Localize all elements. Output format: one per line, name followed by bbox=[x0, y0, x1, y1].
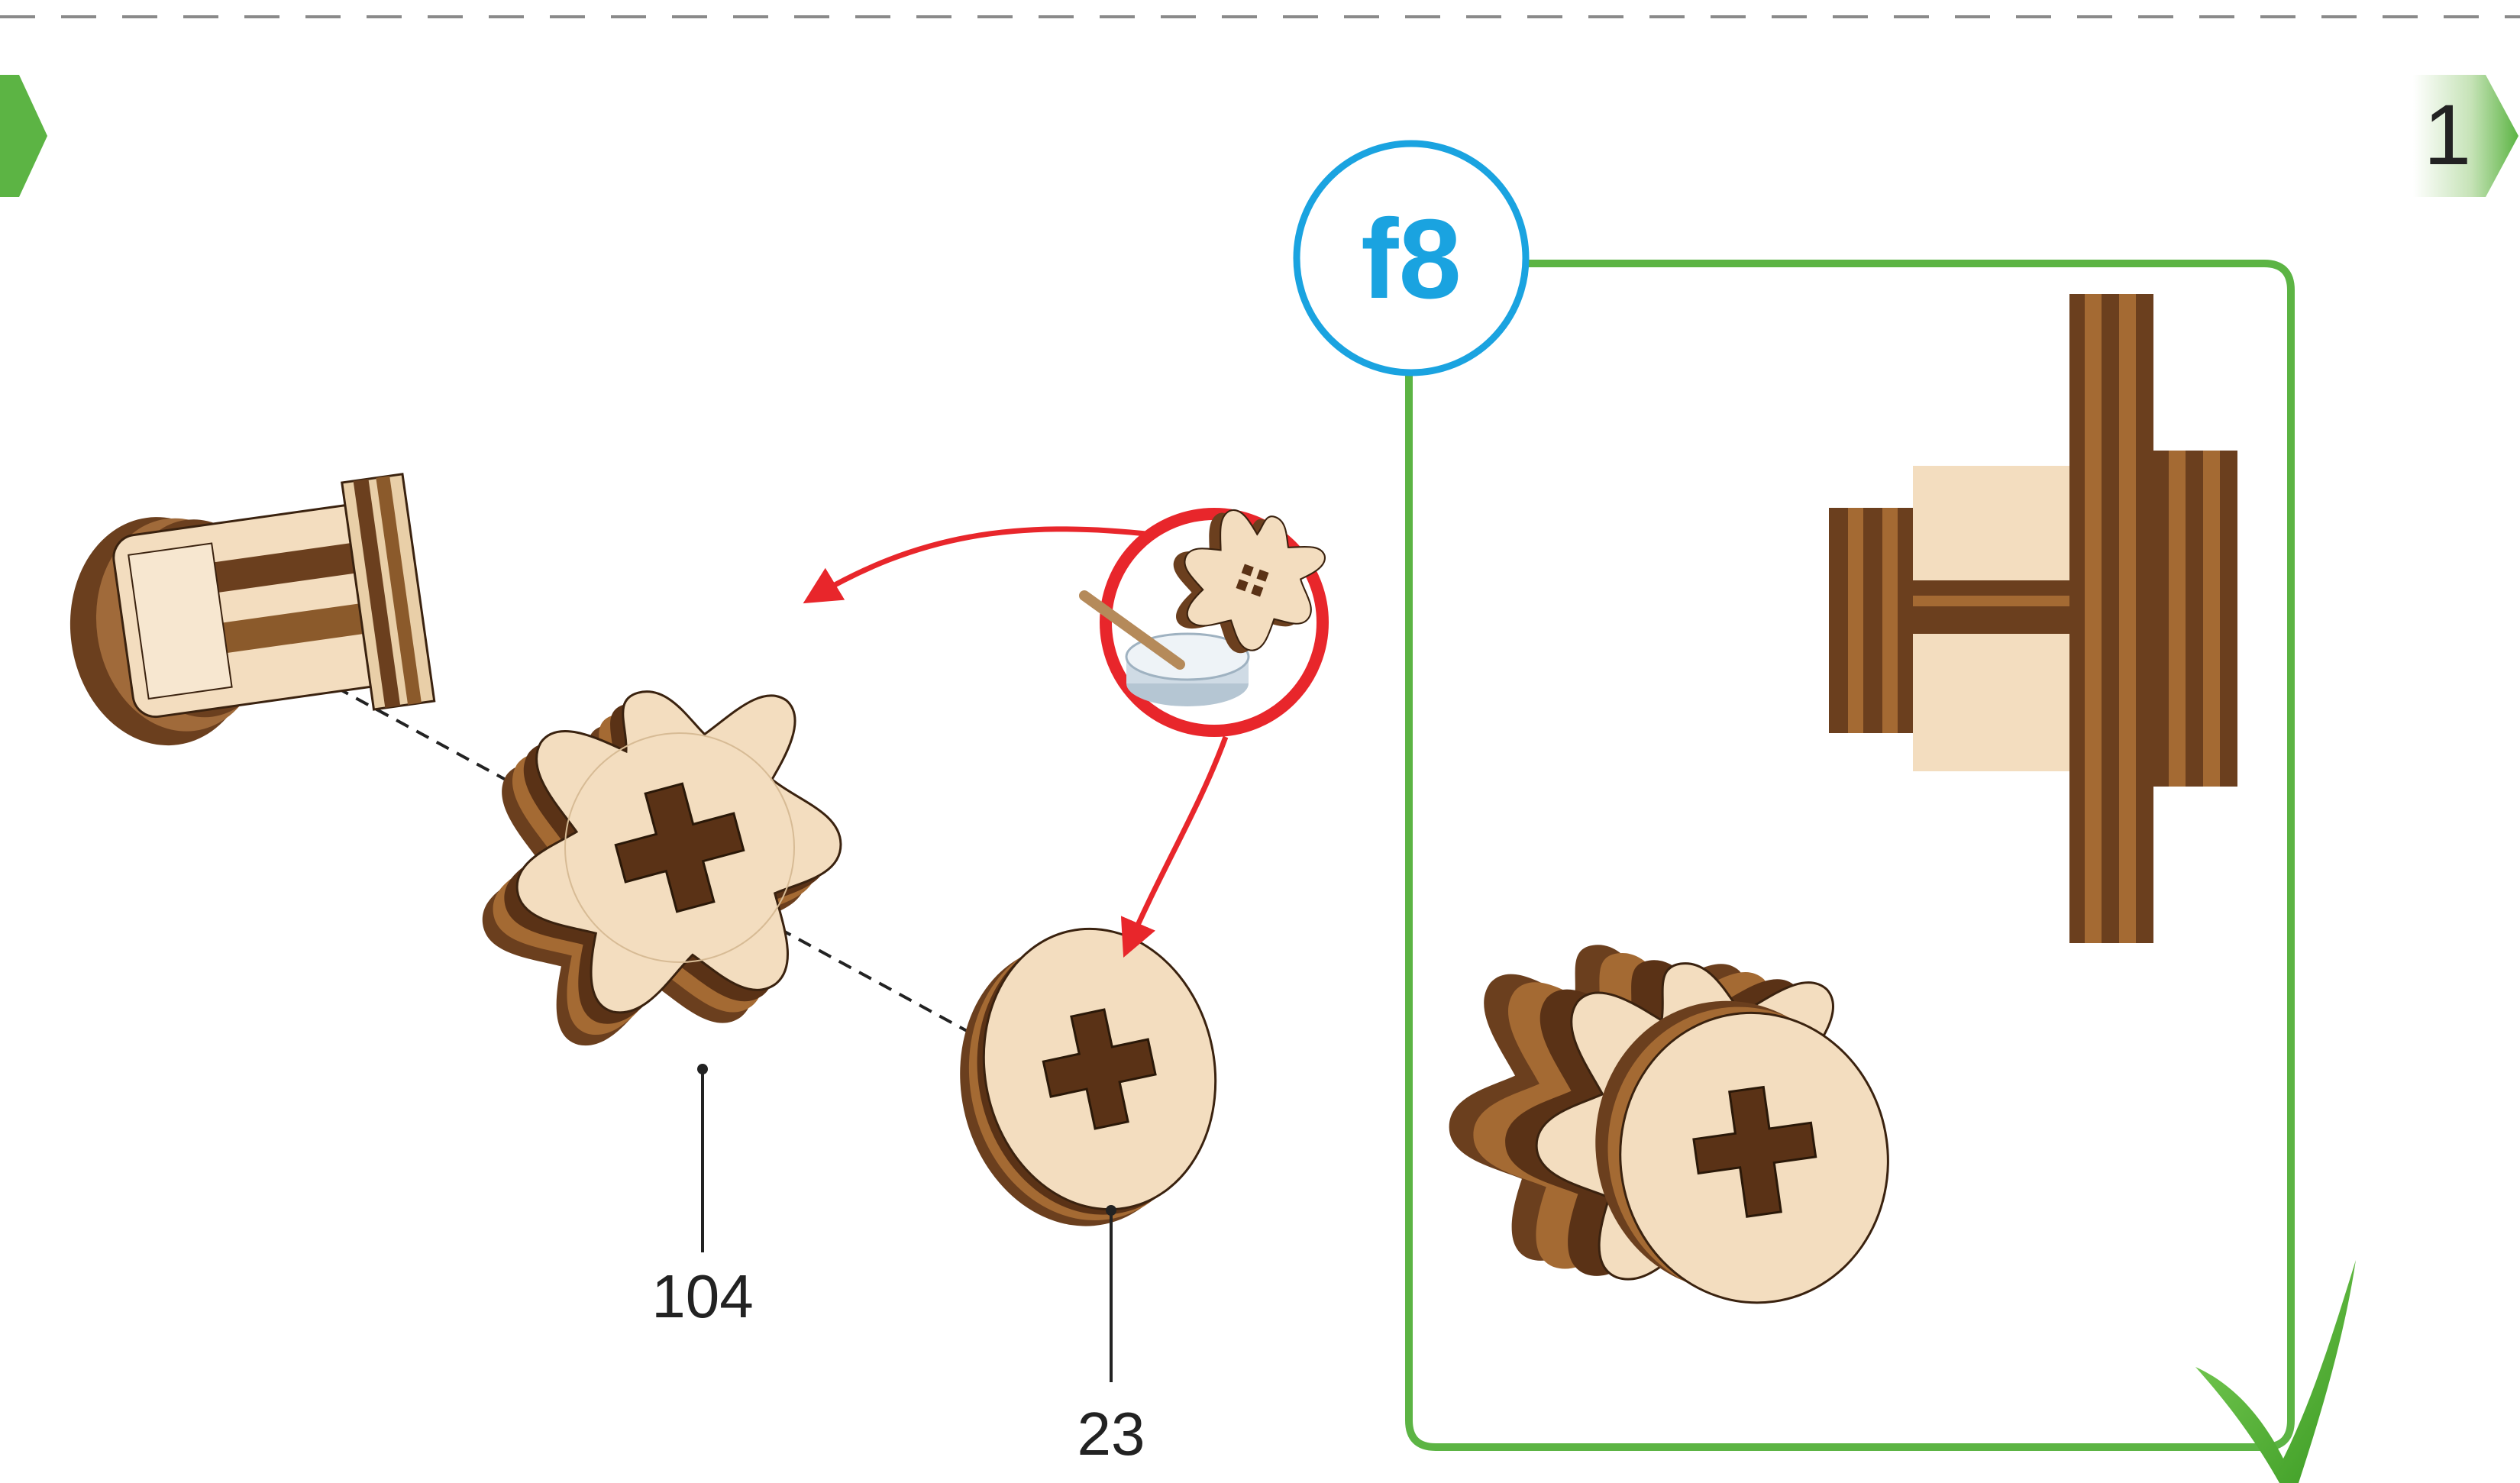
gear-part-label: 104 bbox=[651, 1262, 753, 1330]
glue-pot-icon bbox=[1079, 590, 1250, 706]
side-view-assembly bbox=[1829, 294, 2237, 943]
small-gear-icon bbox=[1152, 492, 1339, 669]
step-badge: f8 bbox=[1293, 140, 1530, 376]
result-frame bbox=[1405, 260, 2295, 1451]
glue-arrow-to-gear bbox=[803, 526, 1154, 604]
step-badge-label: f8 bbox=[1361, 196, 1462, 322]
left-page-tab bbox=[0, 75, 47, 197]
washer-23 bbox=[960, 927, 1217, 1226]
page-number: 1 bbox=[2424, 87, 2471, 183]
right-page-tab: 1 bbox=[2413, 75, 2518, 197]
glue-arrow-to-washer bbox=[1120, 735, 1229, 958]
glue-callout bbox=[1079, 492, 1339, 737]
washer-part-label: 23 bbox=[1077, 1400, 1145, 1468]
assembled-gear bbox=[1426, 923, 1889, 1304]
shaft-part bbox=[69, 473, 436, 746]
checkmark-icon bbox=[2195, 1260, 2356, 1483]
gear-104 bbox=[441, 651, 874, 1078]
